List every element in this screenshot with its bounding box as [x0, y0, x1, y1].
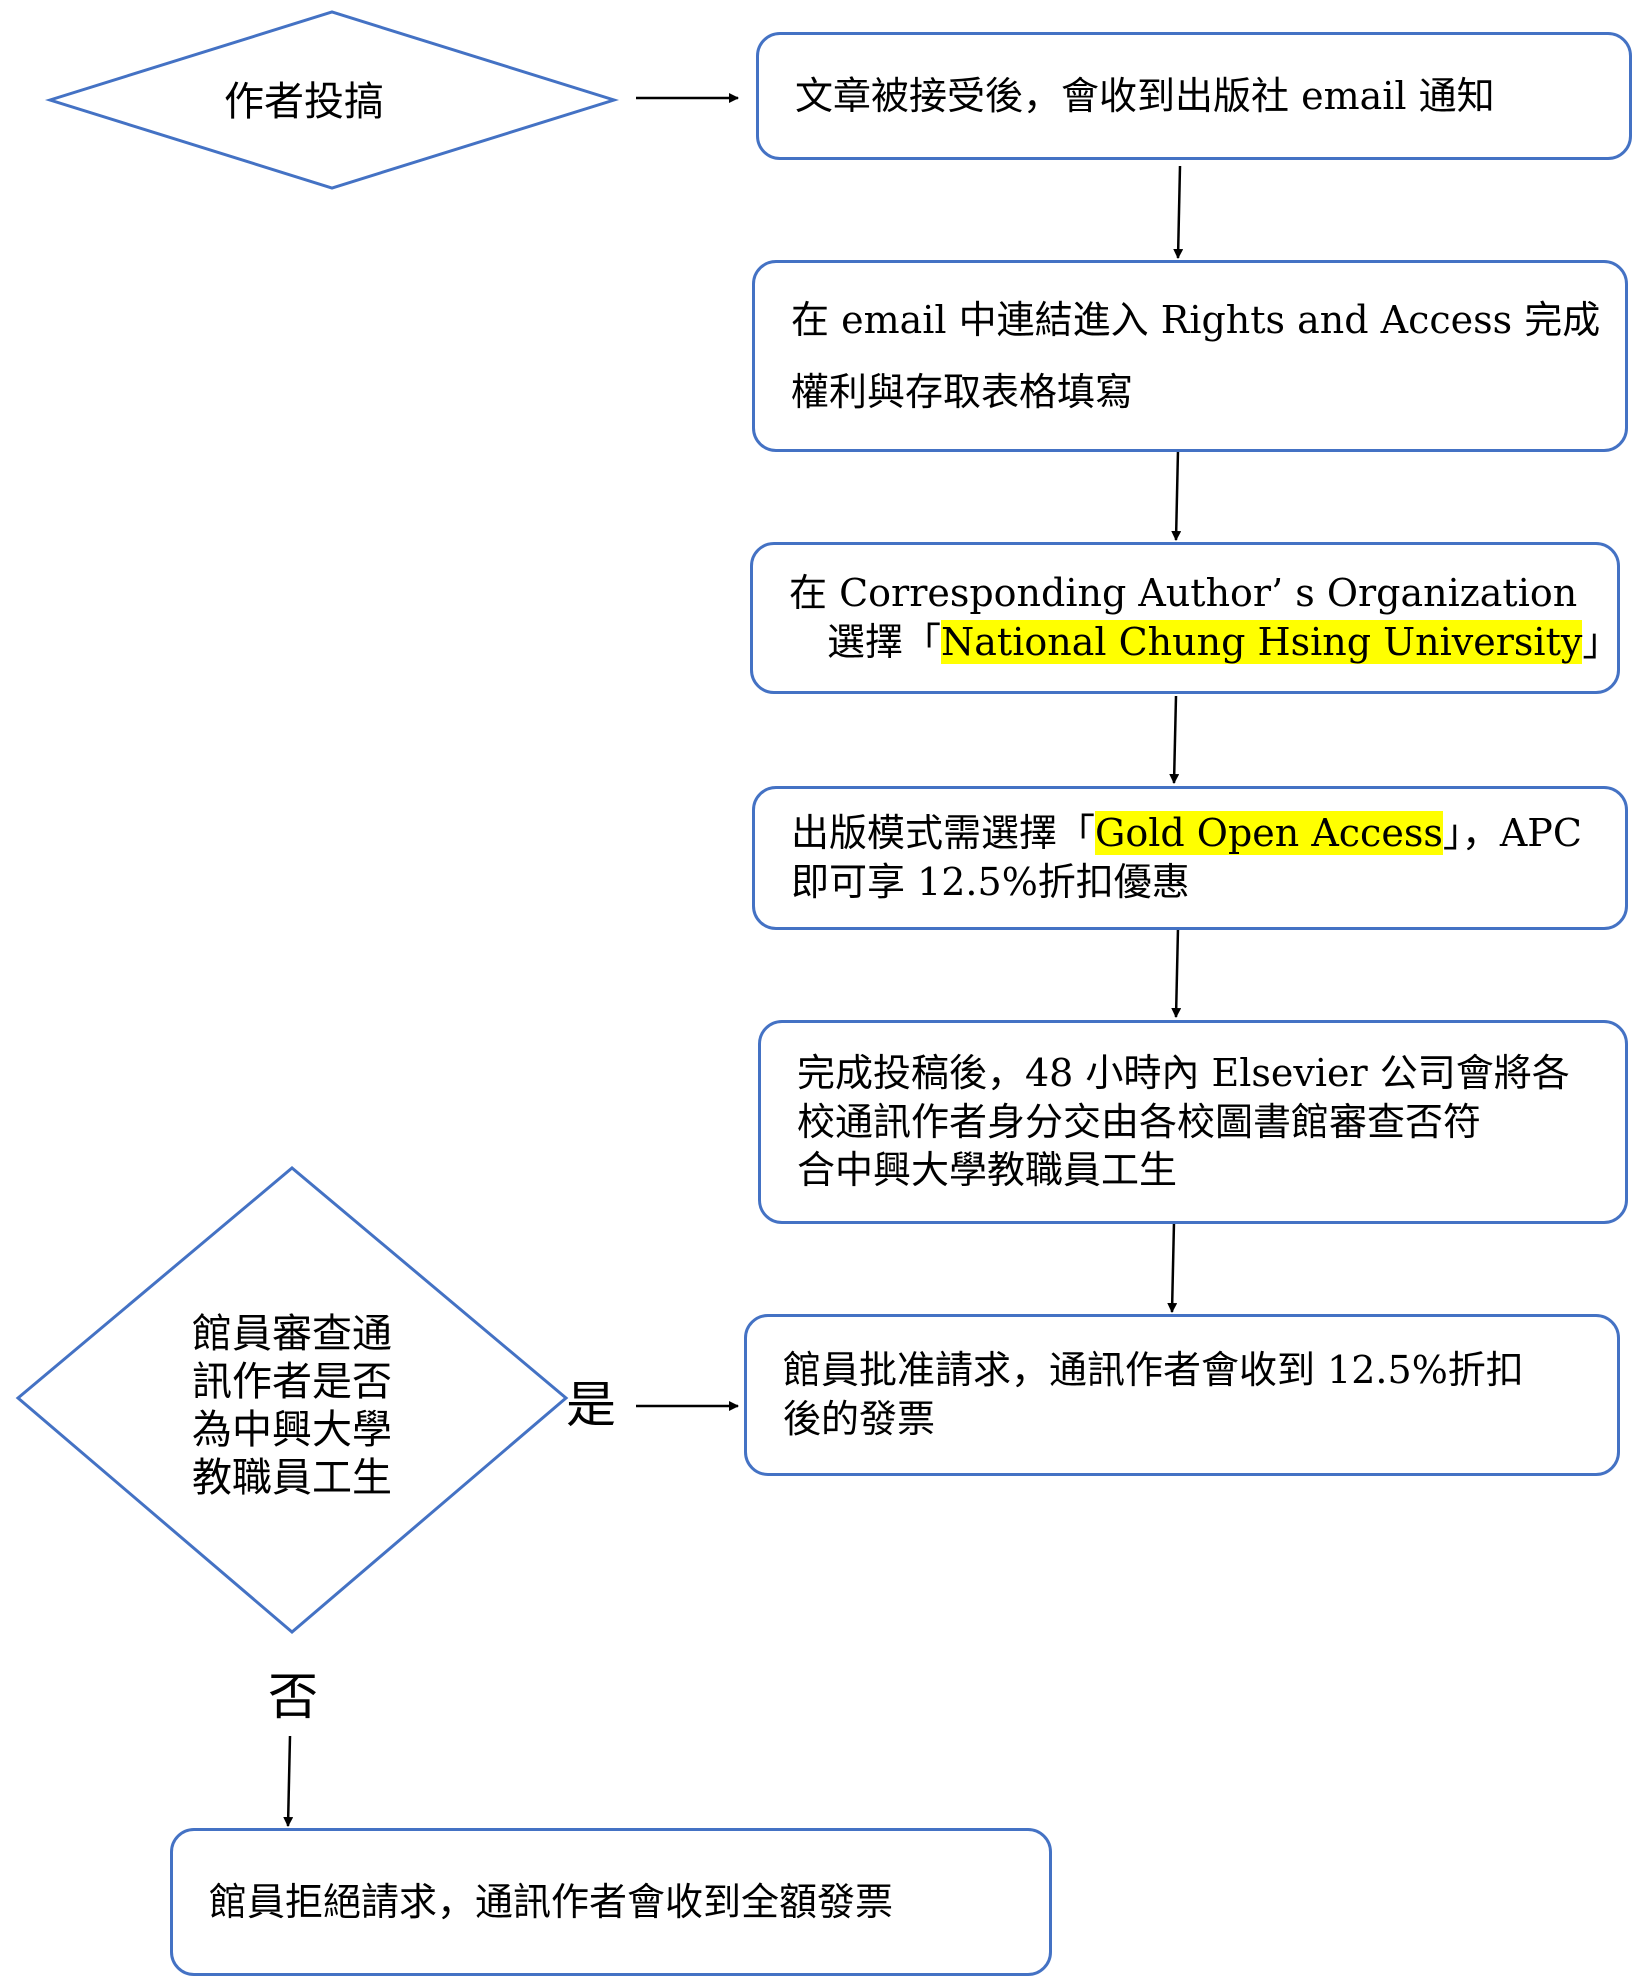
- decision-diamond: [15, 1166, 569, 1634]
- step-rights-access-line-1: 在 email 中連結進入 Rights and Access 完成: [791, 297, 1601, 342]
- step-submission-review-line-1: 完成投稿後，48 小時內 Elsevier 公司會將各: [797, 1051, 1570, 1096]
- gold-prefix: 出版模式需選擇「: [791, 811, 1096, 856]
- step-rejected: 館員拒絕請求，通訊作者會收到全額發票: [170, 1828, 1052, 1976]
- step-submission-review-line-2: 校通訊作者身分交由各校圖書館審查否符: [797, 1099, 1482, 1144]
- step-email-notice-text: 文章被接受後，會收到出版社 email 通知: [795, 73, 1495, 118]
- step-organization-line-1: 在 Corresponding Author’ s Organization: [789, 571, 1578, 616]
- decision-line-2: 訊作者是否: [192, 1359, 392, 1405]
- step-approved-line-2: 後的發票: [783, 1397, 936, 1441]
- step-submission-review: 完成投稿後，48 小時內 Elsevier 公司會將各 校通訊作者身分交由各校圖…: [758, 1020, 1628, 1224]
- step-rights-access-line-2: 權利與存取表格填寫: [791, 370, 1134, 414]
- step-email-notice: 文章被接受後，會收到出版社 email 通知: [756, 32, 1632, 160]
- decision-line-4: 教職員工生: [192, 1455, 392, 1501]
- step-organization-line-2: 選擇「National Chung Hsing University」: [789, 618, 1620, 667]
- step-rights-access: 在 email 中連結進入 Rights and Access 完成 權利與存取…: [752, 260, 1628, 452]
- arrow-step4-to-step5: [1171, 927, 1182, 1018]
- start-diamond: [44, 10, 620, 190]
- step-gold-open-access-line-1: 出版模式需選擇「Gold Open Access」，APC: [791, 809, 1595, 858]
- university-highlight: National Chung Hsing University: [941, 620, 1583, 664]
- step-submission-review-line-3: 合中興大學教職員工生: [797, 1148, 1178, 1193]
- step-organization: 在 Corresponding Author’ s Organization 選…: [750, 542, 1620, 694]
- arrow-step5-to-step6: [1167, 1221, 1178, 1313]
- step-rejected-text: 館員拒絕請求，通訊作者會收到全額發票: [209, 1879, 894, 1924]
- step-approved: 館員批准請求，通訊作者會收到 12.5%折扣 後的發票: [744, 1314, 1620, 1476]
- step-approved-line-1: 館員批准請求，通訊作者會收到 12.5%折扣: [783, 1348, 1524, 1393]
- decision-line-3: 為中興大學: [192, 1407, 392, 1453]
- gold-open-access-highlight: Gold Open Access: [1095, 811, 1443, 856]
- yes-label: 是: [566, 1376, 616, 1434]
- step-gold-open-access-line-2: 即可享 12.5%折扣優惠: [791, 860, 1190, 904]
- arrow-step1-to-step2: [1173, 165, 1184, 259]
- decision-label: 館員審查通 訊作者是否 為中興大學 教職員工生: [184, 1310, 400, 1502]
- decision-line-1: 館員審查通: [192, 1311, 392, 1357]
- no-label: 否: [268, 1668, 318, 1726]
- arrow-step2-to-step3: [1171, 449, 1182, 541]
- step-organization-prefix: 選擇「: [789, 620, 942, 664]
- arrow-step3-to-step4: [1169, 695, 1180, 784]
- step-organization-suffix: 」: [1582, 620, 1621, 664]
- arrow-decision-no: [283, 1735, 294, 1827]
- start-label: 作者投搞: [224, 79, 384, 125]
- step-gold-open-access: 出版模式需選擇「Gold Open Access」，APC 即可享 12.5%折…: [752, 786, 1628, 930]
- gold-suffix: 」，APC: [1442, 811, 1582, 856]
